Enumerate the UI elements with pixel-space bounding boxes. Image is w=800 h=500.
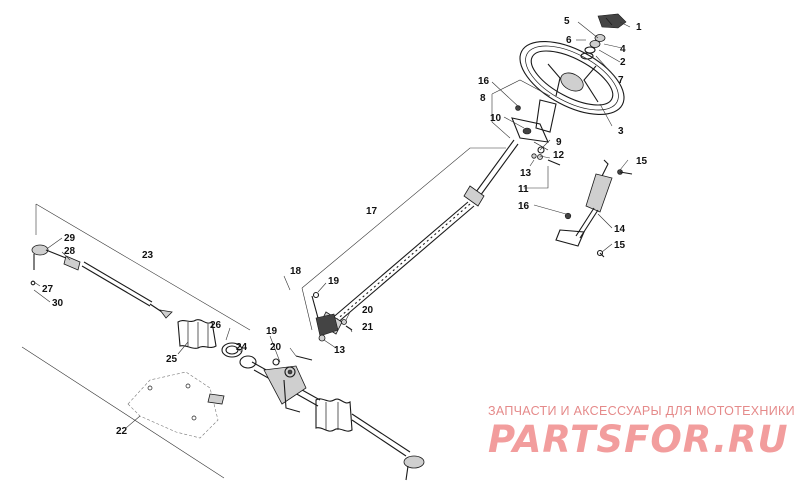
hub-cap-and-nuts bbox=[580, 13, 627, 60]
callout-16-upper: 16 bbox=[478, 76, 490, 87]
tie-rod-end-left bbox=[30, 244, 153, 307]
callout-8: 8 bbox=[480, 93, 486, 104]
callout-7: 7 bbox=[618, 75, 624, 86]
lower-universal-joint bbox=[311, 291, 353, 342]
callout-6: 6 bbox=[566, 35, 572, 46]
shaft-group-bracket-2 bbox=[301, 287, 313, 331]
shaft-group-bracket bbox=[301, 147, 506, 289]
boot-left bbox=[149, 303, 243, 358]
callout-1: 1 bbox=[636, 22, 642, 33]
steering-column-housing bbox=[511, 99, 557, 159]
callout-4: 4 bbox=[620, 44, 626, 55]
callout-23: 23 bbox=[142, 250, 154, 261]
callout-13-upper: 13 bbox=[520, 168, 532, 179]
steering-wheel bbox=[519, 41, 625, 115]
callout-15-upper: 15 bbox=[636, 156, 648, 167]
callout-29: 29 bbox=[64, 233, 76, 244]
callout-21: 21 bbox=[362, 322, 374, 333]
callout-9: 9 bbox=[556, 137, 562, 148]
callout-labels: 1 2 3 4 5 6 7 8 9 10 11 12 13 13 14 15 1… bbox=[42, 16, 648, 437]
callout-13-lower: 13 bbox=[334, 345, 346, 356]
mounting-plate bbox=[127, 371, 225, 439]
watermark-tagline: ЗАПЧАСТИ И АКСЕССУАРЫ ДЛЯ МОТОТЕХНИКИ bbox=[488, 404, 795, 418]
callout-14: 14 bbox=[614, 224, 626, 235]
callout-26: 26 bbox=[210, 320, 222, 331]
bracket-outline bbox=[491, 79, 551, 97]
callout-25: 25 bbox=[166, 354, 178, 365]
callout-27: 27 bbox=[42, 284, 54, 295]
steering-shaft bbox=[319, 139, 519, 335]
callout-12: 12 bbox=[553, 150, 565, 161]
callout-18: 18 bbox=[290, 266, 302, 277]
bracket-outline-lower bbox=[491, 94, 511, 139]
rack-housing bbox=[239, 355, 321, 413]
callout-3: 3 bbox=[618, 126, 624, 137]
callout-24: 24 bbox=[236, 342, 248, 353]
callout-17: 17 bbox=[366, 206, 378, 217]
callout-28: 28 bbox=[64, 246, 76, 257]
callout-10: 10 bbox=[490, 113, 502, 124]
callout-22: 22 bbox=[116, 426, 128, 437]
callout-30: 30 bbox=[52, 298, 64, 309]
steering-damper bbox=[537, 154, 633, 258]
watermark-brand: PARTSFOR.RU bbox=[488, 418, 789, 461]
callout-20-right: 20 bbox=[362, 305, 374, 316]
rack-group-outline bbox=[35, 203, 251, 331]
leader-lines bbox=[33, 21, 631, 429]
rack-group-outline-bottom bbox=[21, 346, 225, 479]
boot-right bbox=[315, 398, 425, 481]
callout-11: 11 bbox=[518, 184, 529, 195]
callout-19-lower: 19 bbox=[266, 326, 278, 337]
callout-20-left: 20 bbox=[270, 342, 282, 353]
callout-2: 2 bbox=[620, 57, 626, 68]
callout-19-upper: 19 bbox=[328, 276, 340, 287]
callout-16-lower: 16 bbox=[518, 201, 530, 212]
callout-5: 5 bbox=[564, 16, 570, 27]
callout-15-lower: 15 bbox=[614, 240, 626, 251]
